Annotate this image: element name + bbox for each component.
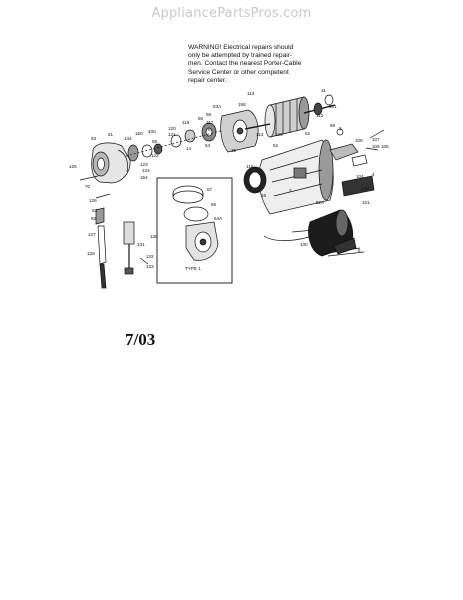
power-cord [263,235,365,257]
part-label: 400 [148,129,156,134]
part-label: 102 [361,186,369,191]
part-label: 105 [381,144,389,149]
warning-line: repair center. [188,76,227,84]
part-label: 100 [300,242,308,247]
part-label: 3 [339,126,342,131]
part-label: 161 [329,104,337,109]
part-label: 104 [356,174,364,179]
part-label: 55 [152,139,158,144]
part-label: 52 [305,131,311,136]
part-label: 63 [92,208,98,213]
part-label: 126 [89,198,97,203]
part-label: 82 [91,216,97,221]
switch-assembly [336,128,385,197]
part-label: 127 [88,232,96,237]
part-label: 131 [137,242,145,247]
part-label: 2 [289,188,292,193]
part-label: 121 [168,132,176,137]
part-label: 4 [372,172,375,177]
warning-line: men. Contact the nearest Porter-Cable [188,60,302,68]
part-label: 117 [206,120,214,125]
part-label: 56 [211,202,217,207]
part-label: 86 [198,116,204,121]
part-label: 150 [135,131,143,136]
part-label: 57 [207,187,213,192]
bearing-plate [220,109,259,153]
armature [244,94,336,138]
warning-line: WARNING! Electrical repairs should [188,44,294,51]
part-label: 154 [140,175,148,180]
part-label: 59 [330,123,336,128]
warning-note: WARNING! Electrical repairs should only … [188,44,318,85]
part-label: 114 [256,132,264,137]
gear-train [125,122,240,162]
part-label: 130 [150,234,158,239]
part-label: 11 [321,88,326,93]
part-label: 144 [124,136,132,141]
part-label: 18 [261,193,267,198]
part-label: 129 [275,132,283,137]
warning-line: Service Center or other competent [188,68,289,76]
part-label: 124 [142,168,150,173]
part-label: 62 [273,143,279,148]
part-label: 108 [355,138,363,143]
part-number-labels: 11 161 112 113 158 53A 58 86 117 6 114 1… [69,88,389,271]
part-label: 113 [247,91,255,96]
part-label: 53A [213,104,222,109]
part-label: 54A [214,216,223,221]
part-label: 54 [205,143,211,148]
part-label: 107 [372,137,380,142]
part-label: 120 [168,126,176,131]
part-label: 58 [206,112,212,117]
part-label: 119 [182,120,190,125]
part-label: 5 [358,248,361,253]
part-label: 122 [151,153,159,158]
part-label: 101 [362,200,370,205]
field-ring [243,166,267,194]
part-label: 125 [69,164,77,169]
part-label: 106 [372,144,380,149]
spindle-assembly [79,175,111,289]
part-label: 110 [246,164,254,169]
part-label: 52A [316,200,325,205]
guide-shaft [123,221,149,275]
part-label: 128 [87,251,95,256]
part-label: 6 [208,127,211,132]
part-label: 70 [85,184,91,189]
watermark: AppliancePartsPros.com [151,6,312,21]
part-label: 132 [146,254,154,259]
part-label: 133 [146,264,154,269]
motor-housing [258,139,359,215]
part-label: 51 [108,132,114,137]
part-label: 53 [91,136,97,141]
part-label: 112 [316,113,324,118]
part-label: 35 [231,148,237,153]
part-label: 123 [140,162,148,167]
inset-type-label: TYPE 1 [185,266,201,271]
warning-line: only be attempted by trained repair- [188,52,293,60]
date-code: 7/03 [125,330,156,349]
gear-case-cover [91,142,131,184]
type1-inset [156,177,233,284]
part-label: 158 [238,102,246,107]
part-label: 14 [186,146,192,151]
